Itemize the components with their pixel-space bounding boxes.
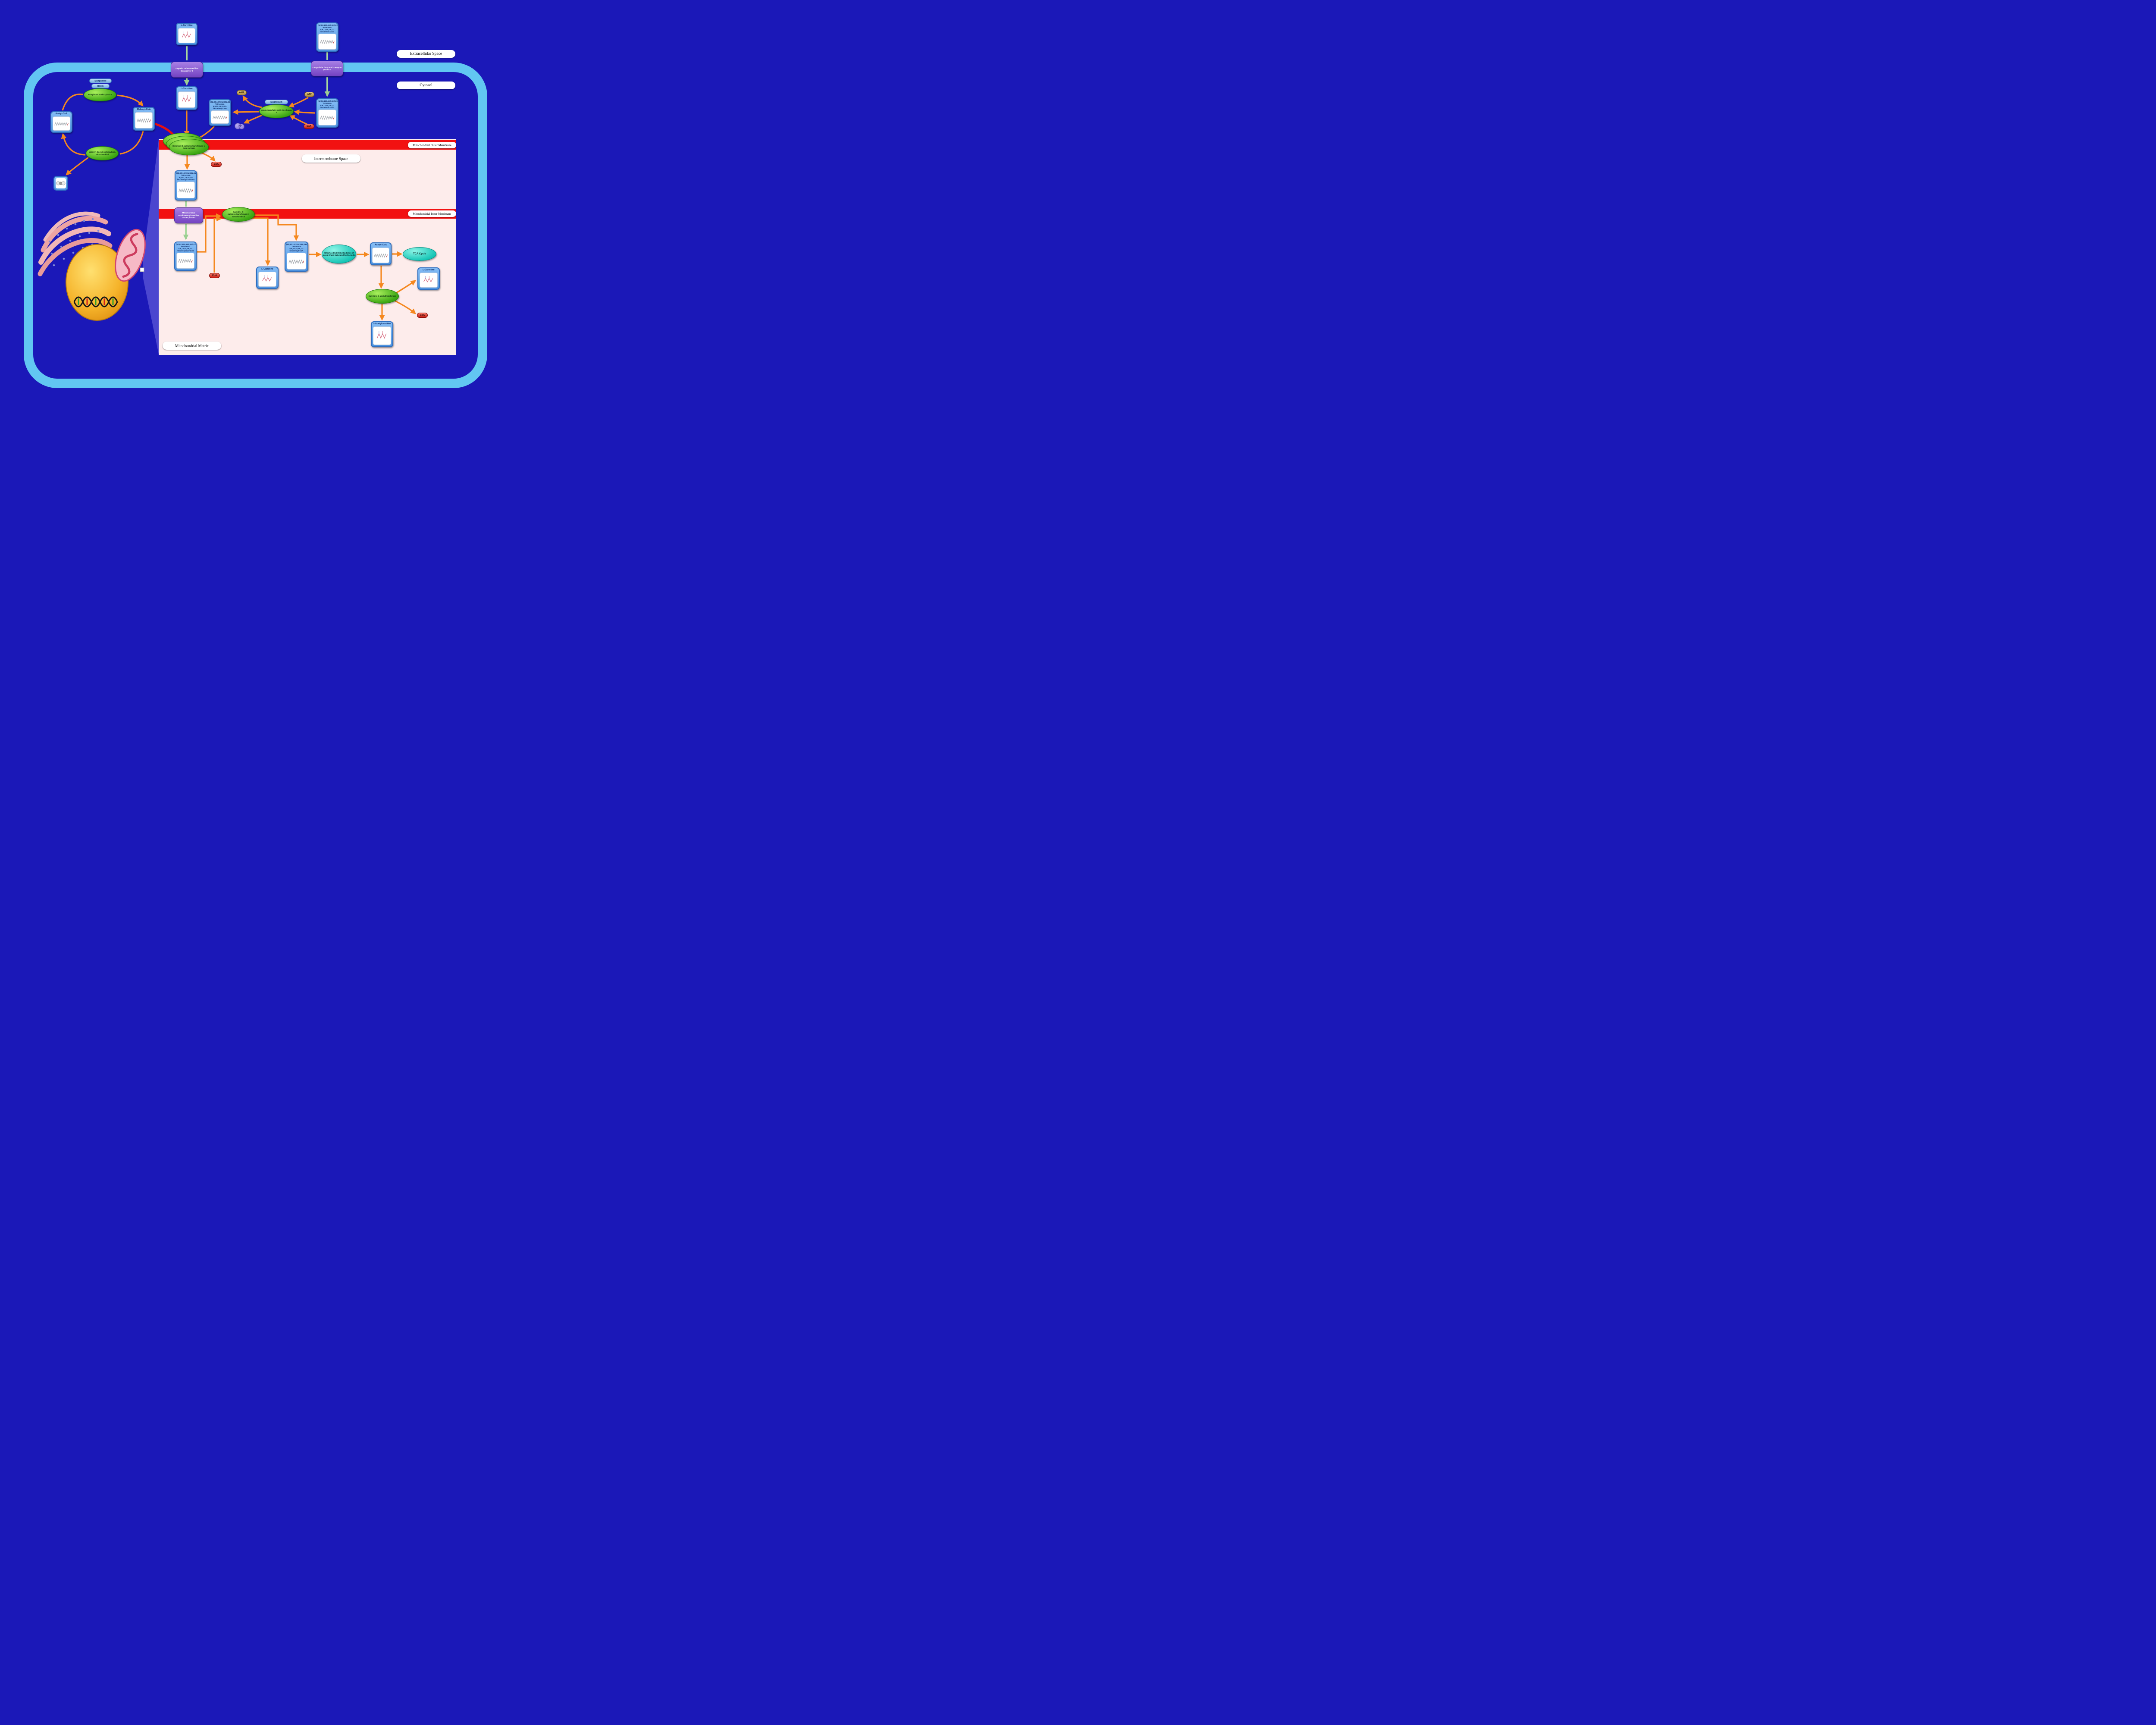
extracellular-space-label: Extracellular Space — [397, 50, 455, 58]
metabolite-l-acetylcarnitine[interactable]: L-Acetylcarnitine — [371, 321, 393, 347]
metabolite-tha-coa-cytosol[interactable]: (6Z,9Z,12Z,15Z,18Z,21Z)-Tetracosa-6,9,12… — [209, 99, 231, 126]
metabolite-l-carnitine-matrix-right[interactable]: L-Carnitine — [417, 267, 440, 290]
pathway-canvas: Extracellular Space Cytosol Mitochondria… — [0, 0, 676, 451]
transporter-octn2[interactable]: Organic cation/carnitine transporter 2 — [171, 62, 203, 78]
cofactor-coa-ims[interactable]: CoA — [211, 162, 222, 167]
cofactor-biotin[interactable]: Biotin — [91, 84, 110, 88]
pathway-link-tca-cycle[interactable]: TCA Cycle — [403, 247, 436, 261]
matrix-label: Mitochondrial Matrix — [163, 342, 221, 350]
cofactor-amp[interactable]: AMP — [237, 90, 247, 95]
cofactor-atp[interactable]: ATP — [304, 92, 314, 97]
outer-membrane-label: Mitochondrial Outer Membrane — [408, 142, 456, 148]
intermembrane-space-label: Intermembrane Space — [302, 154, 360, 163]
metabolite-tha-coa-matrix[interactable]: (6Z,9Z,12Z,15Z,18Z,21Z)-Tetracosa-6,9,12… — [285, 242, 308, 272]
enzyme-cpt1-group[interactable]: Carnitine O-palmitoyltransferase 1, live… — [163, 133, 211, 158]
co2-molecule-icon — [56, 181, 66, 185]
enzyme-acetyl-coa-carboxylase-1[interactable]: Acetyl-CoA carboxylase 1 — [84, 88, 116, 101]
inner-membrane-label: Mitochondrial Inner Membrane — [408, 210, 456, 217]
metabolite-l-carnitine-extracellular[interactable]: L-Carnitine — [176, 23, 197, 45]
metabolite-tha-carnitine-ims[interactable]: (6Z,9Z,12Z,15Z,18Z,21Z)-Tetracosa-6,9,12… — [175, 170, 197, 201]
cofactor-manganese[interactable]: Manganese — [89, 78, 112, 83]
metabolite-tha-cytosol[interactable]: (6Z,9Z,12Z,15Z,18Z,21Z)-Tetracosa-6,9,12… — [316, 98, 338, 128]
metabolite-malonyl-coa[interactable]: Malonyl-CoA — [133, 107, 155, 131]
metabolite-carbon-dioxide[interactable] — [53, 176, 68, 191]
pathway-link-beta-oxidation[interactable]: Mitochondrial Beta-Oxidation of Long Cha… — [322, 245, 356, 263]
enzyme-long-chain-fatty-acid-coa-ligase-1[interactable]: Long-chain fatty-acid-CoA ligase 1 — [259, 104, 294, 118]
enzyme-carnitine-o-acetyltransferase[interactable]: Carnitine O-acetyltransferase — [366, 289, 399, 304]
cell-membrane — [24, 63, 487, 388]
cofactor-coa-cytosol[interactable]: CoA — [304, 124, 314, 129]
cofactor-magnesium[interactable]: Magnesium — [265, 100, 288, 104]
mitochondrial-outer-membrane-band — [159, 140, 456, 150]
enzyme-cpt2[interactable]: Carnitine O-palmitoyltransferase 2, mito… — [222, 207, 255, 222]
cytosol-label: Cytosol — [397, 82, 455, 89]
metabolite-l-carnitine-matrix-left[interactable]: L-Carnitine — [256, 267, 279, 289]
transporter-cact[interactable]: Mitochondrial carnitine/acylcarnitine ca… — [174, 207, 203, 223]
metabolite-acetyl-coa-cytosol[interactable]: Acetyl-CoA — [50, 111, 72, 133]
metabolite-acetyl-coa-matrix[interactable]: Acetyl-CoA — [370, 242, 392, 265]
cofactor-coa-matrix-crat[interactable]: CoA — [417, 313, 428, 318]
cofactor-pyrophosphate[interactable]: PP — [235, 122, 246, 131]
enzyme-cpt1[interactable]: Carnitine O-palmitoyltransferase 1, live… — [169, 139, 209, 155]
metabolite-tha-extracellular[interactable]: (6Z,9Z,12Z,15Z,18Z,21Z)-tetracosa-6,9,12… — [316, 22, 338, 52]
metabolite-l-carnitine-cytosol[interactable]: L-Carnitine — [176, 86, 197, 110]
metabolite-tha-carnitine-matrix[interactable]: (6Z,9Z,12Z,15Z,18Z,21Z)-Tetracosa-6,9,12… — [174, 242, 197, 271]
transporter-fatp1[interactable]: Long-chain fatty acid transport protein … — [311, 61, 343, 76]
cofactor-coa-matrix-cpt2[interactable]: CoA — [209, 273, 220, 278]
enzyme-malonyl-coa-decarboxylase[interactable]: Malonyl-CoA decarboxylase, mitochondrial — [86, 146, 119, 160]
